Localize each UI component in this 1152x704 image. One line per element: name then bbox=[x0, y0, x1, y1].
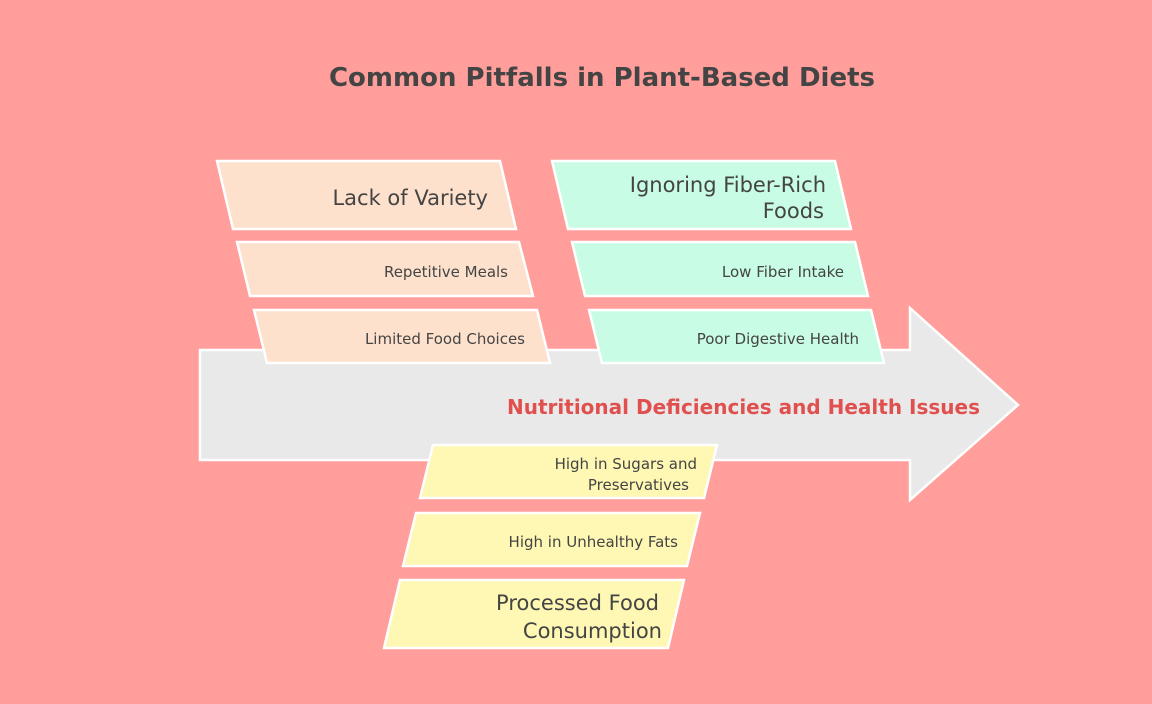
cause-low-fiber-intake: Low Fiber Intake bbox=[722, 263, 844, 281]
category-box bbox=[215, 159, 518, 231]
category-processed-food: High in Sugars and Preservatives High in… bbox=[382, 443, 719, 650]
diagram-title: Common Pitfalls in Plant-Based Diets bbox=[329, 63, 875, 93]
cause-box bbox=[418, 443, 719, 500]
category-box bbox=[550, 159, 853, 231]
cause-repetitive-meals: Repetitive Meals bbox=[384, 263, 508, 281]
cause-box bbox=[587, 308, 886, 365]
category-label-line2: Foods bbox=[763, 199, 824, 223]
category-box bbox=[382, 578, 686, 650]
category-label: Lack of Variety bbox=[332, 186, 488, 210]
cause-poor-digestive-health: Poor Digestive Health bbox=[697, 330, 859, 348]
category-label: Ignoring Fiber-Rich bbox=[630, 173, 826, 197]
category-lack-of-variety: Lack of Variety Repetitive Meals Limited… bbox=[215, 159, 552, 365]
category-ignoring-fiber: Ignoring Fiber-Rich Foods Low Fiber Inta… bbox=[550, 159, 886, 365]
cause-box bbox=[401, 511, 702, 568]
cause-sugars-line1: High in Sugars and bbox=[555, 455, 697, 473]
cause-box bbox=[235, 240, 535, 298]
category-label: Processed Food bbox=[496, 591, 659, 615]
cause-box bbox=[252, 308, 552, 365]
cause-box bbox=[570, 240, 870, 298]
effect-label: Nutritional Deficiencies and Health Issu… bbox=[507, 395, 980, 419]
cause-limited-food-choices: Limited Food Choices bbox=[365, 330, 525, 348]
cause-sugars-line2: Preservatives bbox=[588, 476, 689, 494]
cause-unhealthy-fats: High in Unhealthy Fats bbox=[509, 533, 679, 551]
category-label-line2: Consumption bbox=[523, 619, 662, 643]
